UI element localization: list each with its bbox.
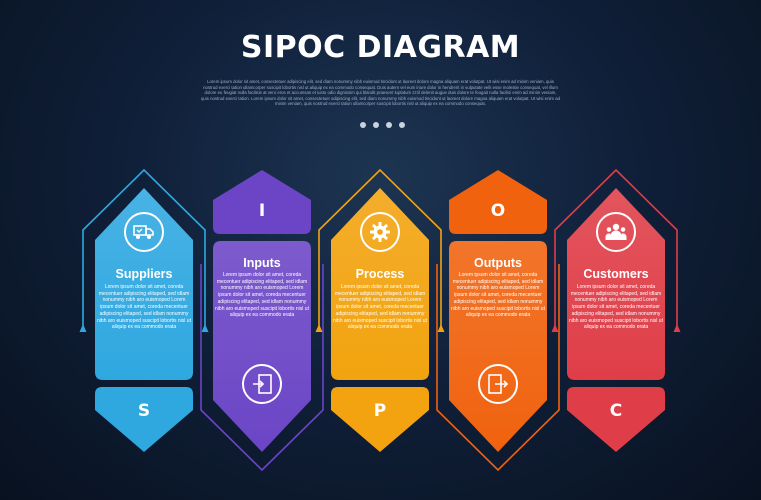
- letter-chevron-shape: [95, 387, 193, 452]
- column-outline: [200, 264, 324, 472]
- column-title: Process: [355, 267, 405, 281]
- column-body: Lorem ipsum dolor sit amet, coreda mecen…: [97, 284, 191, 331]
- dot: [399, 122, 405, 128]
- column-letter: S: [137, 401, 151, 421]
- letter-chevron-shape: [567, 387, 665, 452]
- column-letter: P: [373, 401, 387, 421]
- gear-icon: [360, 212, 400, 252]
- column-outline: [436, 264, 560, 472]
- dot: [360, 122, 366, 128]
- pagination-dots: [360, 122, 405, 128]
- column-outline: [82, 168, 206, 326]
- column-letter: O: [490, 201, 506, 221]
- column-title: Inputs: [243, 256, 281, 270]
- page-title: SIPOC DIAGRAM: [240, 30, 521, 65]
- column-outline: [318, 168, 442, 326]
- column-title: Outputs: [474, 256, 522, 270]
- people-icon: [596, 212, 636, 252]
- column-body: Lorem ipsum dolor sit amet, coreda mecen…: [215, 272, 309, 319]
- column-body: Lorem ipsum dolor sit amet, coreda mecen…: [451, 272, 545, 319]
- outline-arrow-up: [437, 324, 445, 332]
- column-body: Lorem ipsum dolor sit amet, coreda mecen…: [569, 284, 663, 331]
- outline-arrow-up: [673, 324, 681, 332]
- outline-arrow-up: [79, 324, 87, 332]
- outline-arrow-up: [201, 324, 209, 332]
- column-title: Customers: [583, 267, 649, 281]
- column-body-shape: [449, 241, 547, 452]
- page-subtitle: Lorem ipsum dolor sit amet, consectetuer…: [201, 79, 560, 107]
- truck-icon: [124, 212, 164, 252]
- column-title: Suppliers: [115, 267, 173, 281]
- output-icon: [478, 364, 518, 404]
- outline-arrow-up: [551, 324, 559, 332]
- column-body: Lorem ipsum dolor sit amet, coreda mecen…: [333, 284, 427, 331]
- outline-arrow-up: [315, 324, 323, 332]
- column-outline: [554, 168, 678, 326]
- column-body-shape: [213, 241, 311, 452]
- input-icon: [242, 364, 282, 404]
- dot: [373, 122, 379, 128]
- letter-chevron-shape: [449, 170, 547, 234]
- column-letter: I: [258, 201, 266, 221]
- column-body-shape: [567, 188, 665, 380]
- column-body-shape: [95, 188, 193, 380]
- column-letter: C: [609, 401, 623, 421]
- letter-chevron-shape: [331, 387, 429, 452]
- letter-chevron-shape: [213, 170, 311, 234]
- column-body-shape: [331, 188, 429, 380]
- dot: [386, 122, 392, 128]
